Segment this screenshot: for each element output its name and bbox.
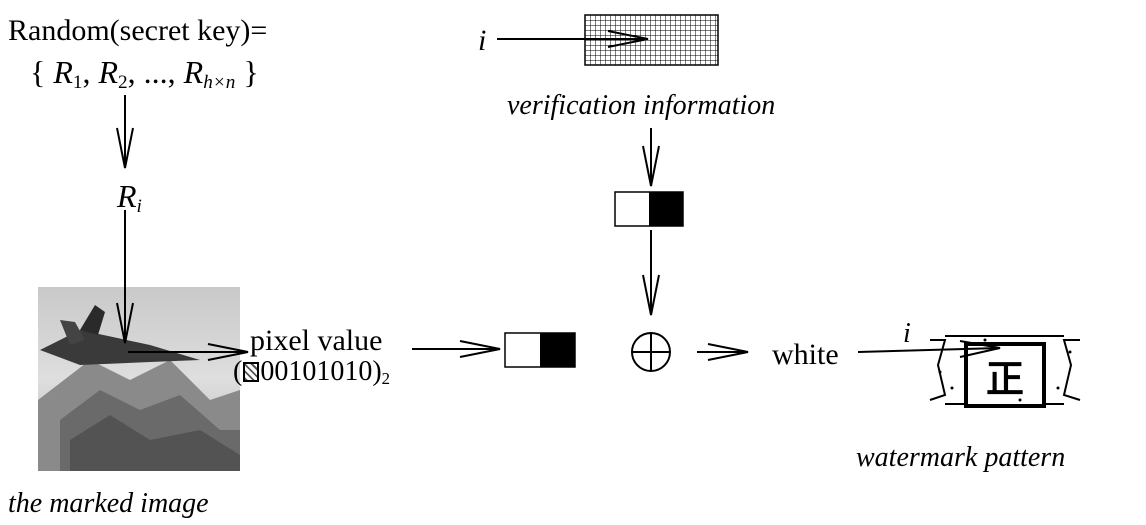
set-sep1: , <box>82 54 99 90</box>
ri-label: Ri <box>117 180 142 216</box>
bit-box-verification <box>614 191 684 227</box>
set-r2: R <box>98 54 119 90</box>
set-ellipsis: , ..., <box>127 54 184 90</box>
binary-open-paren: ( <box>233 356 243 387</box>
white-label: white <box>772 338 839 371</box>
verification-information-label: verification information <box>507 90 776 121</box>
binary-close-paren: ) <box>372 356 382 387</box>
set-r1-sub: 1 <box>72 71 83 93</box>
random-key-label: Random(secret key)= <box>8 14 268 47</box>
watermark-glyph: 正 <box>986 357 1024 401</box>
index-label-top: i <box>478 24 487 57</box>
ri-r: R <box>117 178 137 214</box>
watermark-pattern-image: 正 <box>929 335 1081 408</box>
index-label-right: i <box>903 318 911 349</box>
xor-operator-icon <box>631 332 671 372</box>
binary-rest: 0101010 <box>274 356 373 387</box>
set-open-brace: { <box>30 54 54 90</box>
arrow-white-to-watermark <box>857 347 1001 353</box>
set-rn: R <box>183 54 204 90</box>
pixel-binary-value: (00101010)2 <box>233 358 390 388</box>
marked-image-label: the marked image <box>8 488 209 519</box>
bit-box-pixel <box>504 332 576 368</box>
selected-bit-marker <box>243 362 260 382</box>
random-sequence-set: { R1, R2, ..., Rh×n } <box>30 56 259 92</box>
binary-first-bit: 0 <box>260 356 275 387</box>
set-close-brace: } <box>235 54 259 90</box>
ri-sub: i <box>136 195 142 217</box>
watermark-pattern-label: watermark pattern <box>856 442 1066 473</box>
binary-base: 2 <box>381 369 391 389</box>
pixel-value-label: pixel value <box>250 324 383 357</box>
set-r1: R <box>53 54 73 90</box>
marked-image <box>38 287 240 471</box>
set-r2-sub: 2 <box>118 71 128 93</box>
set-rn-sub: h×n <box>203 71 236 93</box>
